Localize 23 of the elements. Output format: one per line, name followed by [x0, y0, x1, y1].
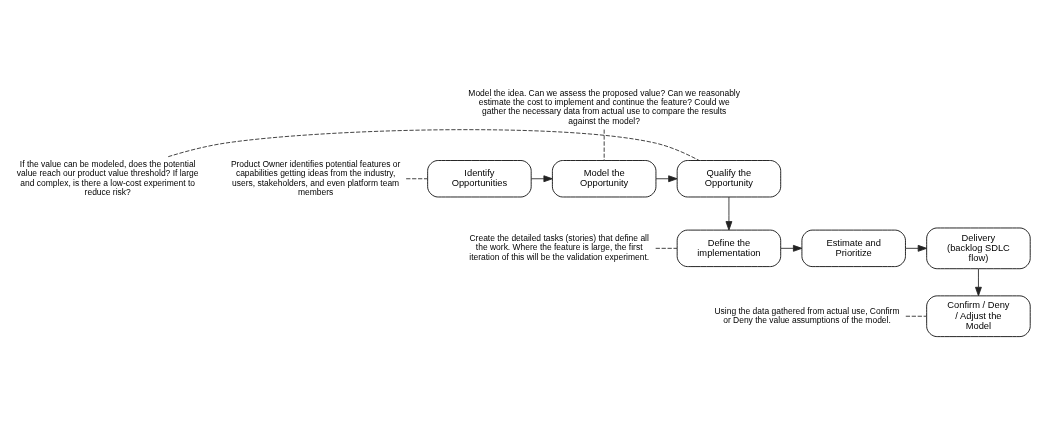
arrow — [780, 244, 803, 252]
node-box: Model the Opportunity — [551, 160, 657, 198]
arrow — [975, 268, 982, 297]
node-text: Create the detailed tasks (stories) that define all the work. Where the feature is large, the first iteration of this will be the validation experiment. — [469, 233, 650, 262]
node-box: Confirm / Deny / Adjust the Model — [926, 295, 1031, 338]
arrow — [905, 244, 928, 252]
connector — [405, 178, 429, 180]
node-box: Qualify the Opportunity — [676, 160, 782, 198]
node-box: Define the implementation — [676, 229, 782, 267]
node-text: If the value can be modeled, does the potential value reach our product value threshold? If large and complex, is there a low-cost experiment to reduce risk? — [16, 158, 199, 197]
arrow — [725, 196, 733, 231]
node-box: Identify Opportunities — [427, 160, 532, 198]
connector — [603, 129, 605, 161]
connector — [655, 247, 678, 249]
node-text: Model the idea. Can we assess the proposed value? Can we reasonably estimate the cost to implement and continue the feature? Could we gather the necessary data from actual use to compare the results against the model? — [468, 87, 740, 126]
connector — [905, 315, 927, 317]
node-text: Product Owner identifies potential features or capabilities getting ideas from the industry, users, stakeholders, and even platform team members — [230, 158, 401, 197]
node-box: Estimate and Prioritize — [801, 229, 906, 267]
arrow — [530, 175, 553, 183]
node-text: Using the data gathered from actual use, Confirm or Deny the value assumptions of the model. — [714, 305, 900, 326]
connector — [167, 129, 700, 161]
arrow — [655, 175, 678, 183]
node-box: Delivery (backlog SDLC flow) — [926, 227, 1031, 270]
